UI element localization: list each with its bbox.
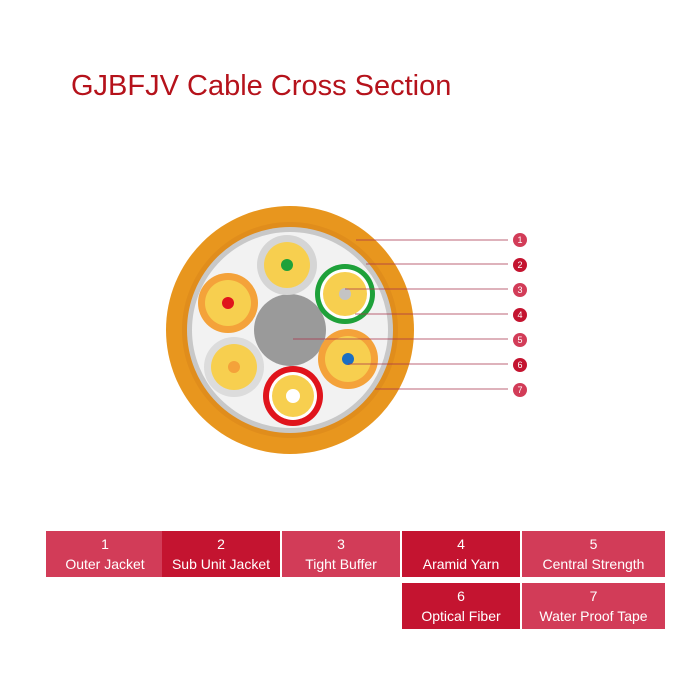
svg-text:4: 4 (517, 310, 522, 320)
sub-unit-top-right (315, 264, 375, 324)
legend-label: Outer Jacket (65, 556, 145, 572)
legend-cell-central-strength: 5 Central Strength (522, 531, 665, 577)
optical-fiber (222, 297, 234, 309)
sub-unit-bottom-right (318, 329, 378, 389)
callout-6: 6 (513, 358, 527, 372)
svg-text:2: 2 (517, 260, 522, 270)
legend-number: 2 (217, 536, 225, 552)
callout-7: 7 (513, 383, 527, 397)
svg-text:3: 3 (517, 285, 522, 295)
svg-text:7: 7 (517, 385, 522, 395)
optical-fiber (281, 259, 293, 271)
sub-unit-top (257, 235, 317, 295)
optical-fiber (228, 361, 240, 373)
legend-number: 4 (457, 536, 465, 552)
legend-label: Aramid Yarn (422, 556, 500, 572)
legend-number: 1 (101, 536, 109, 552)
legend-number: 5 (589, 536, 598, 552)
callout-4: 4 (513, 308, 527, 322)
svg-text:5: 5 (517, 335, 522, 345)
legend-cell-tight-buffer: 3 Tight Buffer (282, 531, 400, 577)
callout-1: 1 (513, 233, 527, 247)
optical-fiber (286, 389, 300, 403)
legend-number: 7 (589, 588, 598, 604)
sub-unit-left (198, 273, 258, 333)
callout-3: 3 (513, 283, 527, 297)
legend-label: Sub Unit Jacket (171, 556, 271, 572)
legend-number: 3 (337, 536, 345, 552)
legend-cell-aramid-yarn: 4 Aramid Yarn (402, 531, 520, 577)
legend-label: Optical Fiber (421, 608, 501, 624)
legend-number: 6 (457, 588, 465, 604)
callout-markers: 1 2 3 4 5 6 7 (513, 233, 527, 397)
sub-unit-bottom (263, 366, 323, 426)
callout-5: 5 (513, 333, 527, 347)
svg-text:1: 1 (517, 235, 522, 245)
legend-label: Water Proof Tape (539, 608, 648, 624)
leader-lines (293, 239, 508, 390)
optical-fiber (339, 288, 351, 300)
central-strength-member (254, 294, 326, 366)
legend-cell-outer-jacket: 1 Outer Jacket (46, 531, 164, 577)
callout-2: 2 (513, 258, 527, 272)
diagram-title: GJBFJV Cable Cross Section (71, 70, 452, 102)
legend-cell-optical-fiber: 6 Optical Fiber (402, 583, 520, 629)
legend-cell-sub-unit-jacket: 2 Sub Unit Jacket (162, 531, 280, 577)
legend-label: Tight Buffer (305, 556, 377, 572)
legend-label: Central Strength (542, 556, 645, 572)
optical-fiber (342, 353, 354, 365)
sub-unit-bottom-left (204, 337, 264, 397)
legend-cell-water-proof-tape: 7 Water Proof Tape (522, 583, 665, 629)
svg-text:6: 6 (517, 360, 522, 370)
